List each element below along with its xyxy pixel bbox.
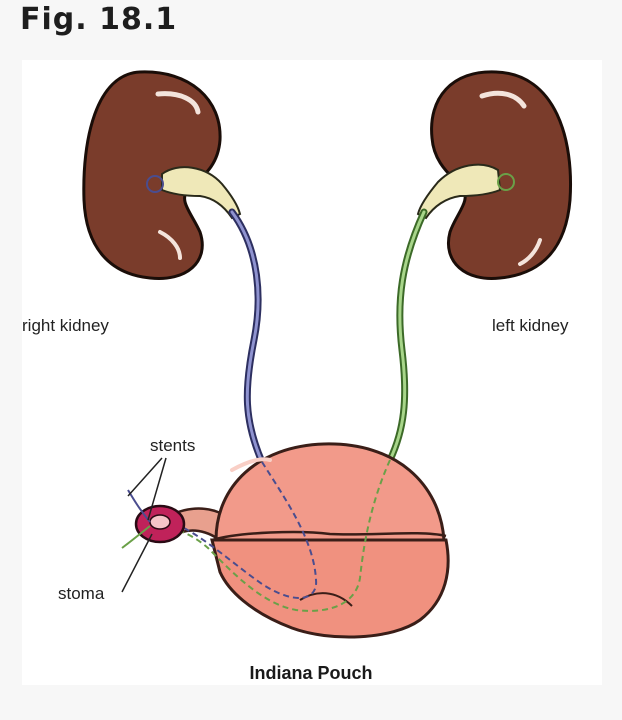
left-ureter [390, 212, 424, 460]
stents-label: stents [150, 436, 195, 456]
pouch-base [212, 540, 448, 637]
stoma-label: stoma [58, 584, 104, 604]
figure-caption: Indiana Pouch [0, 663, 622, 684]
left-kidney [418, 72, 571, 279]
right-kidney-label: right kidney [22, 316, 109, 336]
right-kidney [84, 72, 240, 279]
pouch-dome [216, 444, 444, 540]
left-kidney-label: left kidney [492, 316, 569, 336]
stoma-opening [150, 515, 170, 529]
stoma-leader [122, 534, 152, 592]
stoma [136, 506, 184, 542]
right-ureter [232, 212, 262, 462]
